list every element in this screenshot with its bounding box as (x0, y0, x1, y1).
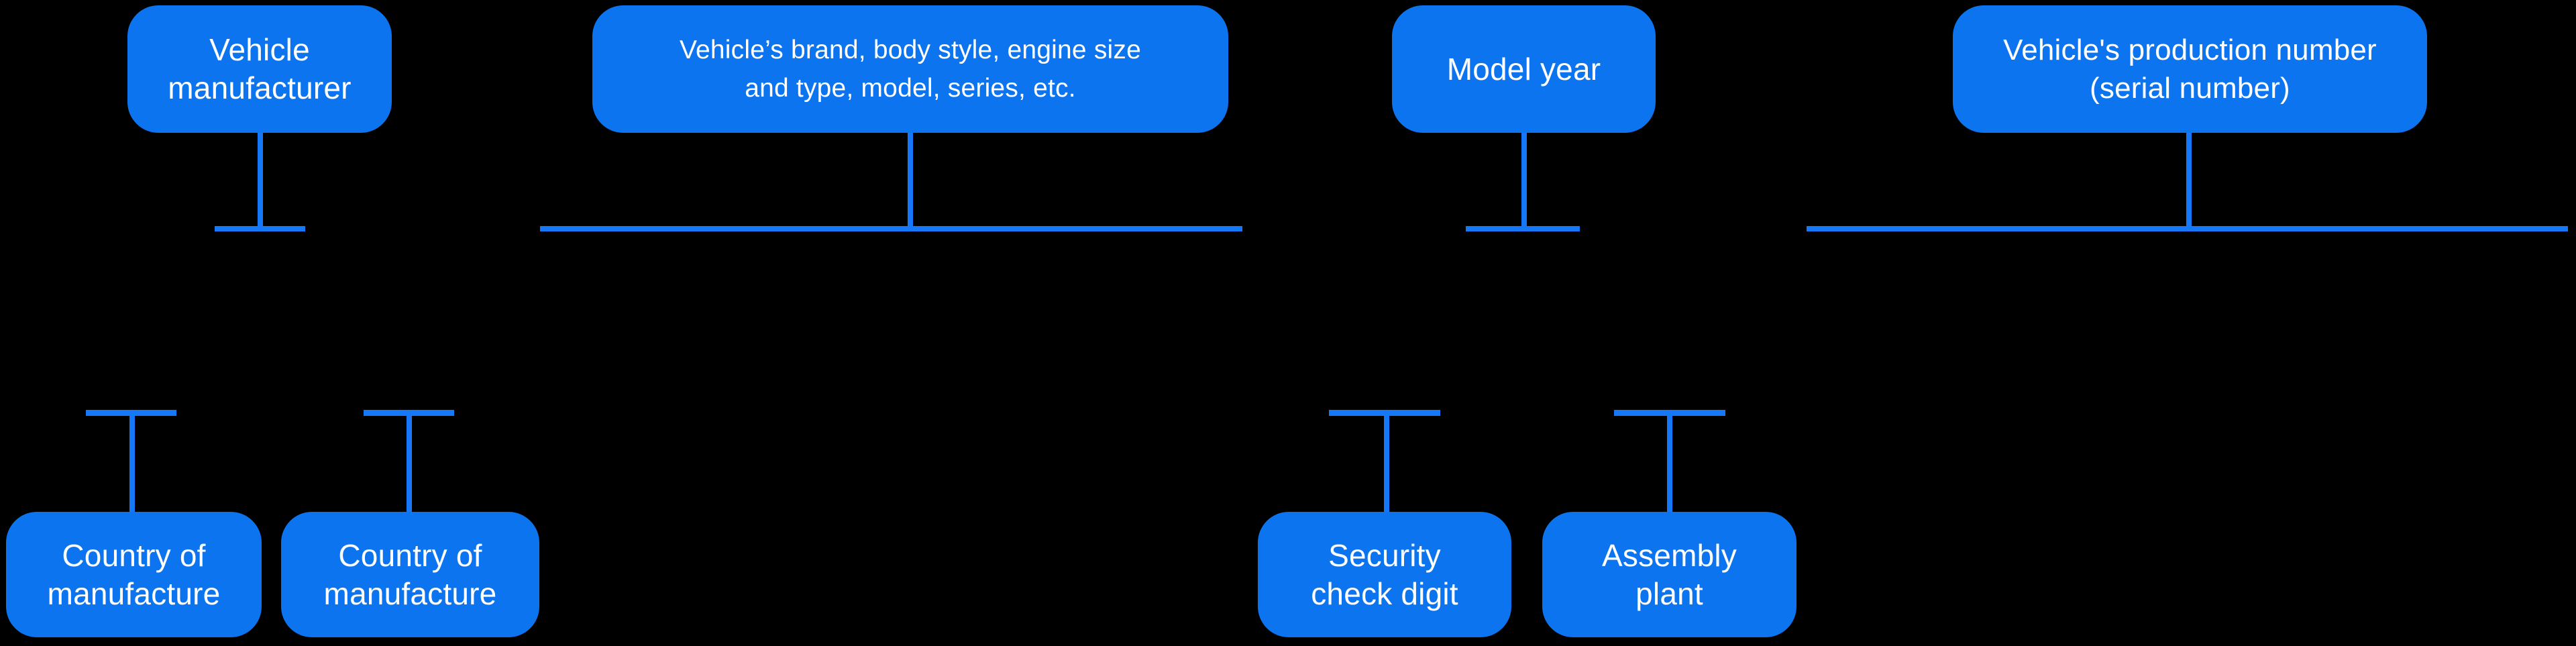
model-year-connector-bar (1466, 226, 1580, 231)
assembly-plant-box: Assembly plant (1542, 512, 1796, 637)
security-check-digit-box: Security check digit (1258, 512, 1511, 637)
country-of-manufacture-2-box: Country of manufacture (281, 512, 539, 637)
security-check-digit-connector-stem (1384, 416, 1389, 512)
country-1-connector-stem (129, 416, 135, 512)
model-year-box: Model year (1392, 5, 1656, 133)
vehicle-manufacturer-connector-bar (215, 226, 305, 231)
assembly-plant-connector-stem (1667, 416, 1672, 512)
production-number-label: Vehicle's production number (serial numb… (2003, 34, 2377, 105)
security-check-digit-label: Security check digit (1311, 537, 1458, 611)
assembly-plant-label: Assembly plant (1602, 537, 1737, 611)
brand-body-style-connector-bar (540, 226, 1242, 231)
model-year-label: Model year (1446, 51, 1601, 87)
brand-body-style-label: Vehicle’s brand, body style, engine size… (679, 36, 1142, 103)
country-1-connector-bar (86, 410, 176, 416)
country-2-connector-stem (407, 416, 412, 512)
vehicle-manufacturer-connector-stem (258, 133, 263, 226)
brand-body-style-box: Vehicle’s brand, body style, engine size… (592, 5, 1228, 133)
country-2-connector-bar (364, 410, 454, 416)
country-of-manufacture-2-label: Country of manufacture (323, 537, 497, 611)
model-year-connector-stem (1521, 133, 1527, 226)
country-of-manufacture-1-label: Country of manufacture (47, 537, 221, 611)
vehicle-manufacturer-label: Vehicle manufacturer (168, 32, 352, 105)
vehicle-manufacturer-box: Vehicle manufacturer (127, 5, 392, 133)
security-check-digit-connector-bar (1329, 410, 1440, 416)
country-of-manufacture-1-box: Country of manufacture (6, 512, 262, 637)
brand-body-style-connector-stem (908, 133, 913, 226)
assembly-plant-connector-bar (1614, 410, 1725, 416)
production-number-connector-bar (1807, 226, 2568, 231)
production-number-box: Vehicle's production number (serial numb… (1953, 5, 2427, 133)
production-number-connector-stem (2186, 133, 2192, 226)
